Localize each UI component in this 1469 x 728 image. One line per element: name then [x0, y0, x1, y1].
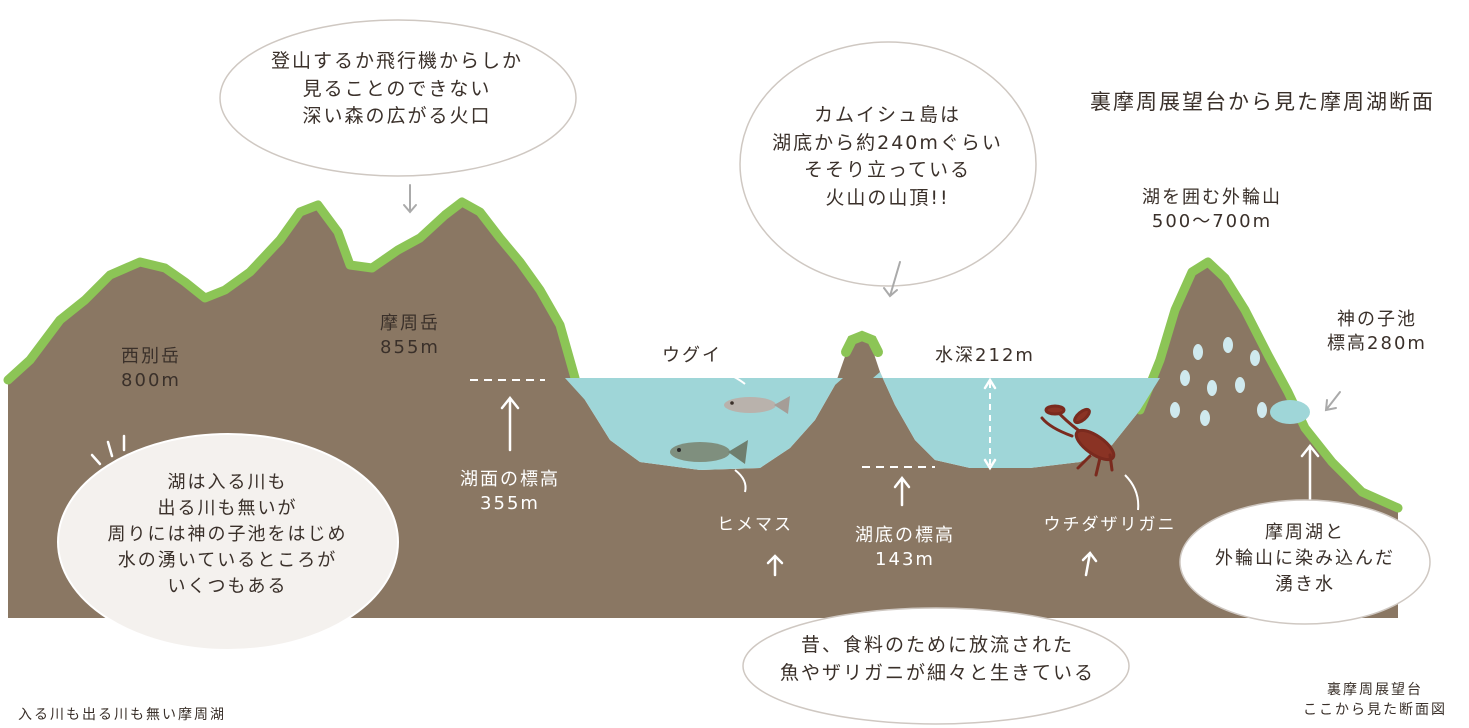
- lake-water-west: [565, 378, 843, 470]
- label-himemasu: ヒメマス: [717, 515, 793, 535]
- spring-drops: [1170, 337, 1267, 426]
- ridge-right: [1135, 257, 1403, 513]
- bubble-kamuishu-text: カムイシュ島は 湖底から約240mぐらい そそり立っている 火山の山頂!!: [772, 104, 1003, 209]
- label-lake-bottom: 湖底の標高 143m: [855, 525, 955, 571]
- accent-ticks: [90, 434, 126, 466]
- pointer-lines: [706, 367, 1140, 511]
- bubble-springs-shape: [57, 433, 399, 651]
- label-lake-surface: 湖面の標高 355m: [460, 469, 560, 515]
- bottom-left-note: 入る川も出る川も無い摩周湖: [18, 707, 226, 723]
- bubbles: [219, 19, 1431, 725]
- bubble-springs-text: 湖は入る川も 出る川も無いが 周りには神の子池をはじめ 水の湧いているところが …: [107, 472, 348, 598]
- himemasu-fish: [670, 440, 748, 464]
- kaminoko-pond: [1270, 400, 1310, 424]
- ugui-fish: [724, 396, 790, 414]
- ridge-left: [3, 197, 580, 385]
- bubble-fish-text: 昔、食料のために放流された 魚やザリガニが細々と生きている: [779, 634, 1095, 684]
- bubble-caldera-text: 登山するか飛行機からしか 見ることのできない 深い森の広がる火口: [270, 50, 523, 128]
- arrows-gray: [403, 184, 1341, 412]
- corner-note: 裏摩周展望台 ここから見た断面図: [1303, 682, 1447, 719]
- diagram-title: 裏摩周展望台から見た摩周湖断面: [1090, 90, 1435, 114]
- label-depth: 水深212m: [935, 345, 1035, 366]
- crayfish: [1040, 404, 1116, 477]
- label-outer-rim: 湖を囲む外輪山 500〜700m: [1142, 187, 1282, 233]
- ridge-island: [841, 330, 883, 357]
- bubble-seepage-text: 摩周湖と 外輪山に染み込んだ 湧き水: [1215, 522, 1395, 596]
- label-ugui: ウグイ: [662, 345, 722, 366]
- label-kaminoko: 神の子池 標高280m: [1327, 309, 1427, 355]
- label-crayfish: ウチダザリガニ: [1043, 515, 1177, 535]
- label-mashu: 摩周岳 855m: [380, 313, 440, 359]
- label-nishibetsu: 西別岳 800m: [121, 346, 181, 392]
